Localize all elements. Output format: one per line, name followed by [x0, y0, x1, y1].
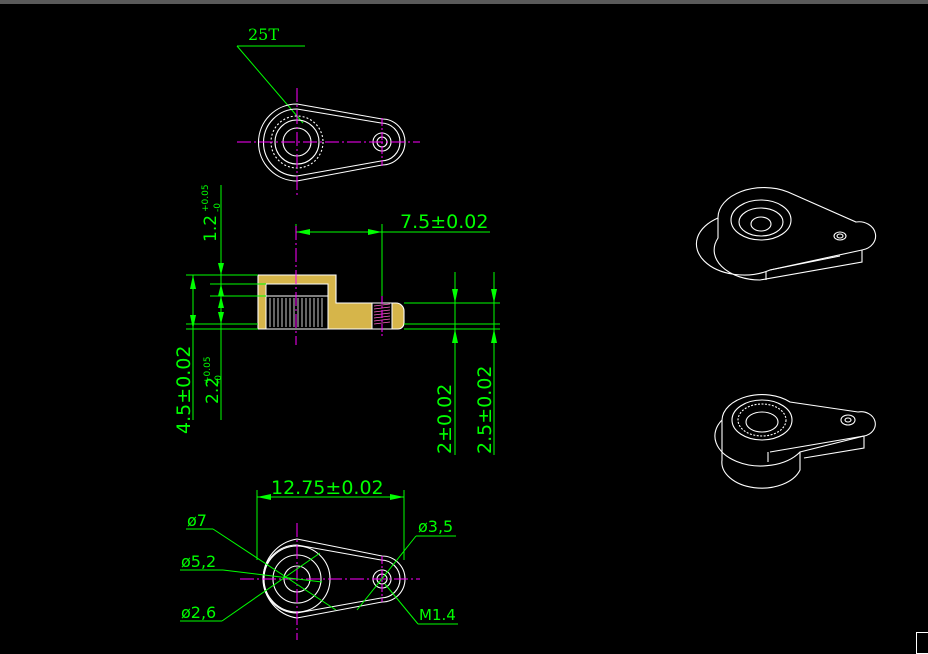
arrow-1-2-top: [218, 263, 224, 275]
arrow-7-5-left: [296, 229, 310, 235]
iso-top-bore: [750, 216, 772, 232]
arrow-2-2-top: [218, 296, 224, 308]
offset-dim: 7.5±0.02: [400, 211, 488, 233]
iso-bottom-spline: [737, 403, 787, 437]
section-view: 7.5±0.02 4.5±0.02 1.2 +0.05 -0: [173, 184, 500, 455]
outer-diameter-label: ø7: [187, 511, 207, 530]
leader-m14: [384, 583, 419, 625]
arrow-2-2-bottom: [218, 312, 224, 324]
thread-label: M1.4: [419, 606, 456, 624]
arm-thickness-dim: 2±0.02: [434, 384, 456, 454]
iso-top-outline: [695, 187, 877, 276]
arrow-12-75-right: [390, 494, 404, 500]
leader-o35: [356, 535, 417, 611]
arrow-12-75-left: [257, 494, 271, 500]
iso-top-side: [713, 218, 863, 281]
bottom-outline-inner: [262, 544, 401, 614]
top-outline-inner: [262, 108, 401, 177]
teeth-label: 25T: [248, 25, 279, 44]
iso-view-top: [695, 187, 877, 281]
overall-height-dim: 4.5±0.02: [173, 346, 195, 434]
iso-bottom-side: [721, 420, 801, 489]
arrow-2-5-top: [491, 289, 497, 303]
top-tol-minus: -0: [213, 203, 223, 212]
arm-height-dim: 2.5±0.02: [474, 366, 496, 454]
iso-bottom-outline: [714, 394, 876, 467]
iso-bottom-ring: [731, 399, 793, 441]
bottom-view: 12.75±0.02 ø7 ø5,2 ø2,6 ø3,5 M1.4: [180, 477, 458, 640]
top-outline: [257, 103, 406, 182]
iso-top-hole: [833, 231, 847, 241]
leader-o26: [221, 552, 321, 622]
top-thickness-dim: 1.2: [201, 215, 221, 242]
iso-top-ring-inner: [738, 207, 784, 237]
arrow-1-2-bottom: [218, 284, 224, 296]
section-spline-cavity: [265, 295, 329, 330]
spline-depth-dim: 2.2: [203, 377, 223, 404]
iso-top-step: [765, 255, 841, 280]
center-distance-dim: 12.75±0.02: [271, 477, 384, 499]
spline-tol-plus: +0.05: [203, 356, 213, 384]
arrow-7-5-right: [368, 229, 382, 235]
leader-25t: [236, 45, 304, 124]
iso-top-hole-inner: [836, 233, 844, 239]
leader-o7: [212, 528, 337, 611]
iso-bottom-arm: [767, 435, 865, 462]
thread-line: [373, 321, 391, 325]
top-border: [0, 0, 928, 4]
spline-diameter-label: ø5,2: [181, 552, 216, 571]
section-spline-lines: [269, 298, 323, 327]
arrow-2-bottom: [452, 329, 458, 343]
iso-view-bottom: [714, 394, 876, 489]
iso-bottom-bore: [745, 411, 779, 433]
arrow-2-5-bottom: [491, 329, 497, 343]
arrow-4-5-bottom: [190, 315, 196, 329]
top-tol-plus: +0.05: [201, 184, 211, 212]
iso-bottom-hole-inner: [844, 417, 852, 423]
arrow-4-5-top: [190, 275, 196, 289]
section-top-recess: [265, 283, 329, 297]
arrow-2-top: [452, 289, 458, 303]
bore-diameter-label: ø2,6: [181, 603, 216, 622]
spline-tol-minus: -0: [214, 375, 224, 384]
iso-top-ring-outer: [730, 199, 792, 241]
thread-line: [373, 303, 391, 307]
top-view: 25T: [236, 25, 420, 196]
leader-o52: [222, 569, 323, 583]
iso-bottom-hole: [840, 414, 856, 426]
hole-diameter-label: ø3,5: [418, 517, 453, 536]
